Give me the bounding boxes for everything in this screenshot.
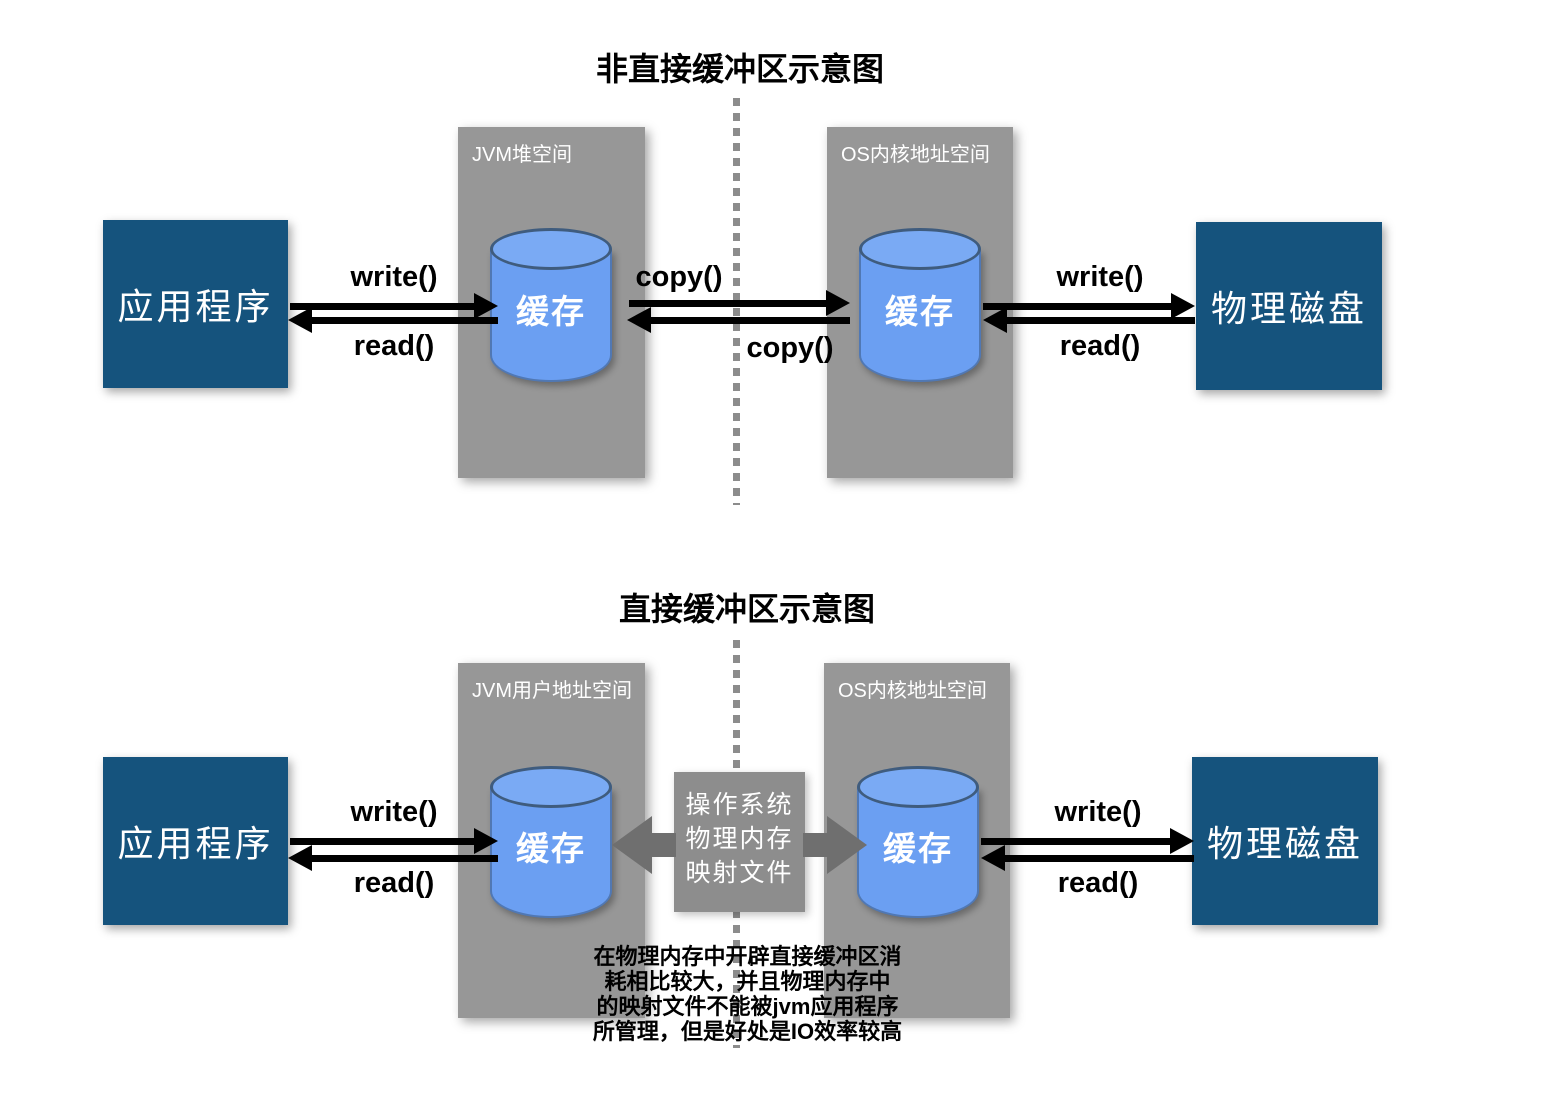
arrowhead-left-icon bbox=[627, 307, 651, 333]
top-physical-disk-box: 物理磁盘 bbox=[1196, 222, 1382, 390]
note-line2: 耗相比较大，并且物理内存中 bbox=[604, 969, 891, 994]
top-read-arrow-left bbox=[288, 307, 498, 333]
arrowhead-right-icon bbox=[474, 828, 498, 854]
mapping-box-line2: 物理内存 bbox=[685, 825, 794, 853]
arrow-shaft bbox=[290, 838, 478, 845]
arrow-shaft bbox=[308, 855, 498, 862]
note-line1: 在物理内存中开辟直接缓冲区消 bbox=[593, 944, 902, 969]
direct-buffer-note: 在物理内存中开辟直接缓冲区消 耗相比较大，并且物理内存中 的映射文件不能被jvm… bbox=[575, 944, 920, 1044]
top-copy-forward-arrow bbox=[629, 290, 850, 316]
cylinder-body bbox=[859, 249, 981, 382]
top-write-arrow-left bbox=[290, 293, 498, 319]
cylinder-body bbox=[490, 787, 612, 918]
block-arrowhead-right-icon bbox=[827, 816, 867, 874]
direct-diagram-title: 直接缓冲区示意图 bbox=[618, 591, 875, 627]
cylinder-top-ellipse bbox=[490, 228, 612, 270]
arrow-shaft bbox=[647, 317, 850, 324]
bottom-read-arrow-left bbox=[288, 845, 498, 871]
bottom-write-right-label: write() bbox=[1054, 796, 1142, 828]
bottom-write-arrow-right bbox=[981, 828, 1194, 854]
arrow-shaft bbox=[1003, 317, 1195, 324]
top-write-right-label: write() bbox=[1056, 261, 1144, 293]
top-write-arrow-right bbox=[983, 293, 1195, 319]
bottom-jvm-user-panel-label: JVM用户地址空间 bbox=[472, 680, 632, 702]
arrow-shaft bbox=[629, 300, 830, 307]
arrowhead-right-icon bbox=[1171, 293, 1195, 319]
top-jvm-heap-panel-label: JVM堆空间 bbox=[472, 144, 572, 166]
arrowhead-right-icon bbox=[1170, 828, 1194, 854]
mapping-block-arrow-left bbox=[612, 816, 676, 874]
arrow-shaft bbox=[290, 303, 478, 310]
block-arrow-stem bbox=[650, 833, 676, 857]
mapping-block-arrow-right bbox=[803, 816, 867, 874]
arrowhead-left-icon bbox=[981, 845, 1005, 871]
note-line3: 的映射文件不能被jvm应用程序 bbox=[596, 994, 899, 1019]
cylinder-top-ellipse bbox=[859, 228, 981, 270]
bottom-os-cache-label: 缓存 bbox=[883, 829, 953, 867]
top-copy-backward-label: copy() bbox=[746, 332, 834, 364]
bottom-os-kernel-panel-label: OS内核地址空间 bbox=[838, 680, 987, 702]
top-read-right-label: read() bbox=[1059, 330, 1141, 362]
bottom-read-right-label: read() bbox=[1057, 867, 1139, 899]
top-read-arrow-right bbox=[983, 307, 1195, 333]
arrow-shaft bbox=[981, 838, 1174, 845]
arrow-shaft bbox=[308, 317, 498, 324]
arrow-shaft bbox=[983, 303, 1175, 310]
top-write-left-label: write() bbox=[350, 261, 438, 293]
bottom-read-left-label: read() bbox=[353, 867, 435, 899]
arrowhead-right-icon bbox=[474, 293, 498, 319]
bottom-write-left-label: write() bbox=[350, 796, 438, 828]
top-os-cache-label: 缓存 bbox=[885, 292, 955, 330]
nondirect-diagram-title: 非直接缓冲区示意图 bbox=[595, 51, 884, 87]
bottom-os-cache-cylinder: 缓存 bbox=[857, 766, 979, 918]
cylinder-top-ellipse bbox=[857, 766, 979, 808]
top-copy-backward-arrow bbox=[627, 307, 850, 333]
arrowhead-left-icon bbox=[288, 845, 312, 871]
bottom-jvm-cache-label: 缓存 bbox=[516, 829, 586, 867]
arrowhead-left-icon bbox=[288, 307, 312, 333]
note-line4: 所管理，但是好处是IO效率较高 bbox=[592, 1019, 903, 1044]
bottom-physical-disk-box: 物理磁盘 bbox=[1192, 757, 1378, 925]
bottom-application-box: 应用程序 bbox=[103, 757, 288, 925]
arrowhead-right-icon bbox=[826, 290, 850, 316]
mapping-box-line3: 映射文件 bbox=[685, 859, 794, 887]
top-os-kernel-panel-label: OS内核地址空间 bbox=[841, 144, 990, 166]
bottom-write-arrow-left bbox=[290, 828, 498, 854]
top-application-box: 应用程序 bbox=[103, 220, 288, 388]
cylinder-top-ellipse bbox=[490, 766, 612, 808]
block-arrow-stem bbox=[803, 833, 829, 857]
bottom-jvm-cache-cylinder: 缓存 bbox=[490, 766, 612, 918]
mapping-box-line1: 操作系统 bbox=[685, 791, 794, 819]
top-jvm-cache-label: 缓存 bbox=[516, 292, 586, 330]
arrow-shaft bbox=[1001, 855, 1194, 862]
top-jvm-cache-cylinder: 缓存 bbox=[490, 228, 612, 382]
top-read-left-label: read() bbox=[353, 330, 435, 362]
memory-mapped-file-box: 操作系统 物理内存 映射文件 bbox=[674, 772, 805, 912]
block-arrowhead-left-icon bbox=[612, 816, 652, 874]
top-os-cache-cylinder: 缓存 bbox=[859, 228, 981, 382]
top-copy-forward-label: copy() bbox=[635, 261, 723, 293]
arrowhead-left-icon bbox=[983, 307, 1007, 333]
bottom-read-arrow-right bbox=[981, 845, 1194, 871]
